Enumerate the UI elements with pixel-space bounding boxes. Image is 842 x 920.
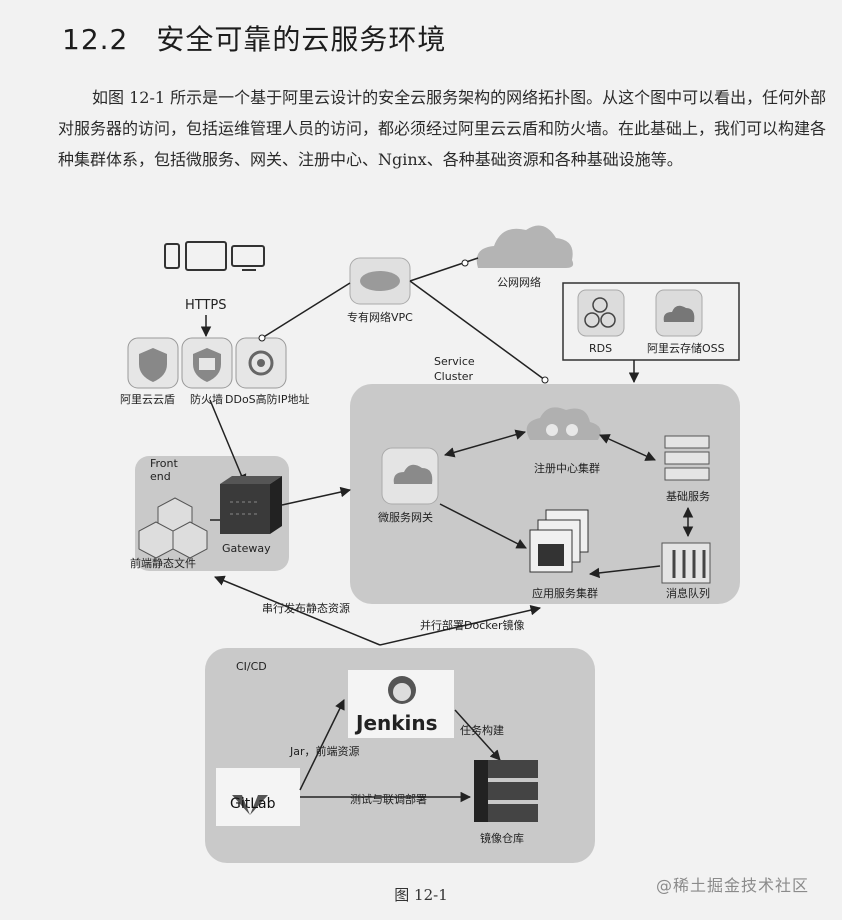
jenkins-logo: Jenkins bbox=[348, 670, 454, 738]
infra-services-icon bbox=[664, 435, 710, 481]
message-queue-label: 消息队列 bbox=[666, 586, 710, 600]
image-repo-icon bbox=[474, 760, 538, 822]
gitlab-logo: GitLab bbox=[216, 768, 300, 826]
jar-label: Jar，前端资源 bbox=[289, 744, 360, 758]
client-devices-icon bbox=[164, 241, 265, 271]
microservice-gateway-icon bbox=[381, 447, 439, 505]
ddos-label: DDoS高防IP地址 bbox=[225, 392, 310, 406]
message-queue-icon bbox=[661, 542, 711, 584]
oss-icon bbox=[655, 289, 703, 337]
deploy-frontend-label: 串行发布静态资源 bbox=[262, 601, 350, 615]
section-heading: 12.2 安全可靠的云服务环境 bbox=[62, 18, 446, 58]
section-title: 安全可靠的云服务环境 bbox=[156, 23, 447, 56]
gateway-label: Gateway bbox=[222, 542, 271, 555]
infra-label: 基础服务 bbox=[666, 490, 710, 503]
ddos-icon bbox=[235, 337, 287, 389]
rds-icon bbox=[577, 289, 625, 337]
frontend-files-label: 前端静态文件 bbox=[130, 556, 196, 570]
deploy-docker-label: 并行部署Docker镜像 bbox=[420, 618, 525, 632]
figure-caption: 图 12-1 bbox=[394, 886, 448, 904]
microservice-label: 微服务网关 bbox=[378, 510, 433, 524]
cicd-label: CI/CD bbox=[236, 660, 267, 673]
service-cluster-label-1: Service bbox=[434, 355, 475, 368]
app-cluster-label: 应用服务集群 bbox=[532, 586, 598, 600]
public-net-label: 公网网络 bbox=[497, 275, 541, 289]
push-label: 测试与联调部署 bbox=[350, 792, 427, 806]
jenkins-label: Jenkins bbox=[354, 711, 438, 735]
public-cloud-icon bbox=[476, 225, 574, 268]
watermark-text: @稀土掘金技术社区 bbox=[656, 876, 810, 895]
frontend-group-label-1: Front bbox=[150, 457, 179, 470]
gitlab-label: GitLab bbox=[230, 796, 276, 812]
frontend-files-icon bbox=[138, 497, 208, 559]
registry-label: 注册中心集群 bbox=[534, 461, 600, 475]
gateway-icon bbox=[220, 476, 282, 534]
vpc-label: 专有网络VPC bbox=[347, 310, 413, 324]
image-repo-label: 镜像仓库 bbox=[480, 831, 524, 845]
oss-label: 阿里云存储OSS bbox=[647, 341, 725, 355]
cloud-shield-icon bbox=[127, 337, 179, 389]
registry-cluster-icon bbox=[526, 407, 601, 440]
https-label: HTTPS bbox=[185, 298, 227, 313]
cloud-shield-label: 阿里云云盾 bbox=[120, 393, 175, 406]
storage-group bbox=[562, 282, 740, 361]
service-cluster-label-2: Cluster bbox=[434, 370, 474, 383]
firewall-icon bbox=[181, 337, 233, 389]
frontend-group-label-2: end bbox=[150, 470, 171, 483]
body-paragraph: 如图 12-1 所示是一个基于阿里云设计的安全云服务架构的网络拓扑图。从这个图中… bbox=[58, 88, 827, 169]
build-image-label: 任务构建 bbox=[460, 723, 504, 737]
firewall-label: 防火墙 bbox=[190, 392, 223, 406]
app-cluster-icon bbox=[529, 509, 589, 573]
section-number: 12.2 bbox=[62, 23, 129, 56]
rds-label: RDS bbox=[589, 342, 612, 355]
